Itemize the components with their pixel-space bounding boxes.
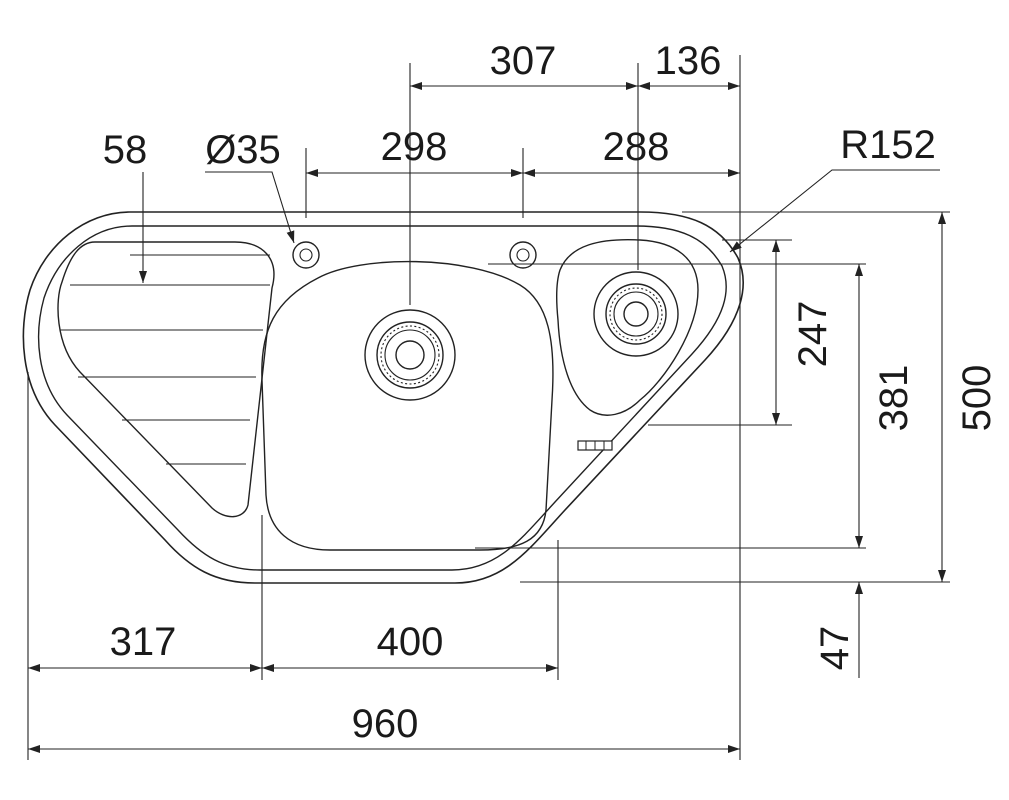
label-298: 298	[381, 125, 448, 169]
dimension-labels: 307 136 298 288 58 Ø35 R152 317 400 960 …	[103, 39, 999, 746]
label-307: 307	[490, 39, 557, 83]
sink-body	[22, 211, 744, 584]
leader-radius-152	[729, 169, 940, 253]
label-400: 400	[377, 620, 444, 664]
extension-lines	[27, 55, 950, 760]
sink-inner-rim	[37, 225, 727, 571]
tap-hole-right	[509, 241, 537, 269]
drainer-board	[57, 241, 275, 518]
small-bowl	[555, 238, 699, 416]
label-diameter-35: Ø35	[205, 128, 281, 172]
overflow-slot	[577, 440, 613, 451]
label-radius-152: R152	[840, 123, 936, 167]
sink-outer-rim	[22, 211, 744, 584]
tap-hole-left	[292, 241, 320, 269]
label-960: 960	[352, 702, 419, 746]
label-47: 47	[813, 626, 857, 671]
drainer-outline	[57, 241, 275, 518]
label-381: 381	[872, 365, 916, 432]
main-bowl	[261, 260, 554, 551]
label-317: 317	[110, 620, 177, 664]
label-288: 288	[603, 125, 670, 169]
label-58: 58	[103, 128, 148, 172]
label-247: 247	[791, 301, 835, 368]
label-500: 500	[955, 365, 999, 432]
dimension-lines	[28, 82, 946, 753]
leader-diameter-35	[205, 171, 295, 244]
label-136: 136	[655, 39, 722, 83]
main-bowl-drain	[364, 309, 456, 401]
small-bowl-drain	[593, 271, 679, 357]
